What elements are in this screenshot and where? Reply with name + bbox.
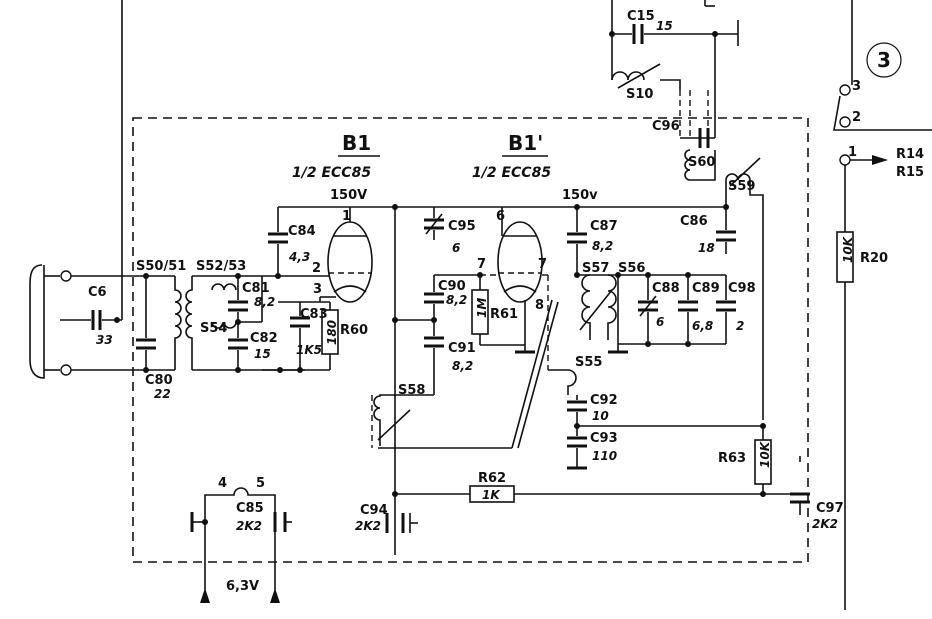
c95-label: C95 xyxy=(448,219,476,234)
c88-value: 6 xyxy=(656,315,664,329)
c97-value: 2K2 xyxy=(812,517,838,531)
pin-8: 8 xyxy=(535,298,544,313)
r61-value: 1M xyxy=(475,298,489,318)
input-filter xyxy=(192,273,305,373)
tube-b1-prime xyxy=(480,207,549,370)
c81-label: C81 xyxy=(242,281,270,296)
c15-label: C15 xyxy=(627,9,655,24)
r20-label: R20 xyxy=(860,251,888,266)
c95-value: 6 xyxy=(452,241,460,255)
tube-b1 xyxy=(305,207,373,303)
c93-label: C93 xyxy=(590,431,618,446)
c91-label: C91 xyxy=(448,341,476,356)
r62-label: R62 xyxy=(478,471,506,486)
c98-label: C98 xyxy=(728,281,756,296)
c82-value: 15 xyxy=(254,347,271,361)
c84-value: 4,3 xyxy=(288,250,310,264)
c97-label: C97 xyxy=(816,501,844,516)
c6-label: C6 xyxy=(88,285,107,300)
pin-7a: 7 xyxy=(477,257,486,272)
c80-value: 22 xyxy=(154,387,171,401)
pin-5: 5 xyxy=(256,476,265,491)
c94-label: C94 xyxy=(360,503,388,518)
r15-label: R15 xyxy=(896,165,924,180)
s5253-label: S52/53 xyxy=(196,259,246,274)
switch-pin-3: 3 xyxy=(852,79,861,94)
c92-label: C92 xyxy=(590,393,618,408)
tube-b1-type: 1/2 ECC85 xyxy=(292,165,371,181)
pin-1: 1 xyxy=(342,209,351,224)
heater-arrow-left xyxy=(200,588,210,603)
c90-value: 8,2 xyxy=(446,293,467,307)
c96-label: C96 xyxy=(652,119,680,134)
voltage-150-b1: 150V xyxy=(330,188,367,203)
c83-value: 1K5 xyxy=(296,343,322,357)
pin-4: 4 xyxy=(218,476,227,491)
r14-label: R14 xyxy=(896,147,924,162)
c80-label: C80 xyxy=(145,373,173,388)
antenna-input xyxy=(29,0,193,379)
r61-label: R61 xyxy=(490,307,518,322)
tube-b1-name: B1 xyxy=(342,131,371,155)
c94-value: 2K2 xyxy=(355,519,381,533)
output-arrow xyxy=(872,155,888,165)
c86-value: 18 xyxy=(698,241,715,255)
pin-3: 3 xyxy=(313,282,322,297)
s55-label: S55 xyxy=(575,355,602,370)
pin-6: 6 xyxy=(496,209,505,224)
c93-value: 110 xyxy=(592,449,617,463)
s58-label: S58 xyxy=(398,383,425,398)
r60-label: R60 xyxy=(340,323,368,338)
pin-2: 2 xyxy=(312,261,321,276)
tube-b1p-name: B1' xyxy=(508,131,543,155)
c98-value: 2 xyxy=(736,319,744,333)
s56-label: S56 xyxy=(618,261,645,276)
s59-label: S59 xyxy=(728,179,755,194)
r60-value: 180 xyxy=(325,320,339,345)
c89-label: C89 xyxy=(692,281,720,296)
c89-value: 6,8 xyxy=(692,319,713,333)
c88-label: C88 xyxy=(652,281,680,296)
s57-label: S57 xyxy=(582,261,609,276)
s5051-label: S50/51 xyxy=(136,259,186,274)
s60-label: S60 xyxy=(688,155,715,170)
r20-value: 10K xyxy=(841,235,855,263)
c87-value: 8,2 xyxy=(592,239,613,253)
c91-value: 8,2 xyxy=(452,359,473,373)
c6-value: 33 xyxy=(96,333,113,347)
pin-7b: 7 xyxy=(538,257,547,272)
c87-label: C87 xyxy=(590,219,618,234)
section-number: 3 xyxy=(877,48,891,72)
shield-box xyxy=(132,117,809,563)
s10-label: S10 xyxy=(626,87,653,102)
r63-value: 10K xyxy=(758,440,772,468)
switch-pin-2: 2 xyxy=(852,110,861,125)
s54-label: S54 xyxy=(200,321,227,336)
r62-value: 1K xyxy=(482,488,501,502)
voltage-150-b1p: 150v xyxy=(562,188,598,203)
tube-b1p-type: 1/2 ECC85 xyxy=(472,165,551,181)
c82-label: C82 xyxy=(250,331,278,346)
section-number-circle xyxy=(866,42,902,78)
switch-pin-1: 1 xyxy=(848,145,857,160)
c84-label: C84 xyxy=(288,224,316,239)
c90-label: C90 xyxy=(438,279,466,294)
c86-label: C86 xyxy=(680,214,708,229)
heater-arrow-right xyxy=(270,588,280,603)
c85-value: 2K2 xyxy=(236,519,262,533)
voltage-heater: 6,3V xyxy=(226,579,259,594)
c15-value: 15 xyxy=(656,19,673,33)
r63-label: R63 xyxy=(718,451,746,466)
c85-label: C85 xyxy=(236,501,264,516)
c81-value: 8,2 xyxy=(254,295,275,309)
c83-label: C83 xyxy=(300,307,328,322)
c92-value: 10 xyxy=(592,409,609,423)
